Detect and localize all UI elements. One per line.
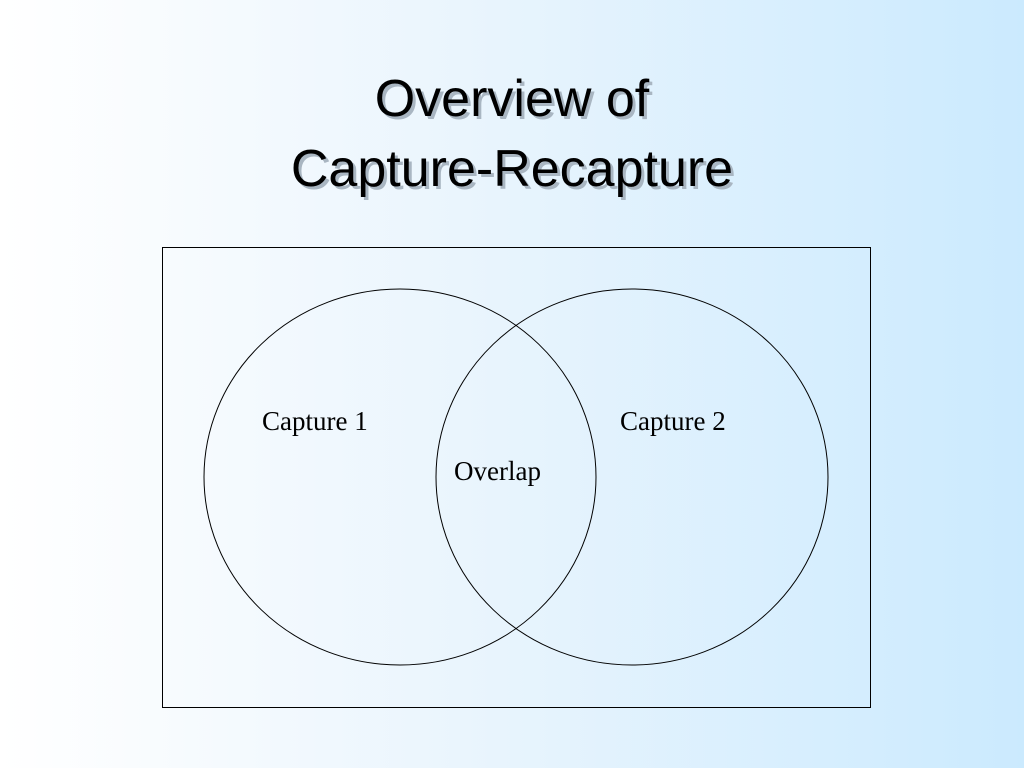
capture-2-label: Capture 2: [620, 406, 726, 436]
capture-1-circle: [203, 288, 597, 666]
overlap-label: Overlap: [454, 456, 541, 486]
venn-frame: [162, 247, 871, 708]
slide-title-line-2: Capture-Recapture: [290, 140, 734, 198]
slide-title-line-1: Overview of: [374, 70, 650, 128]
slide-title: Overview of Capture-Recapture: [0, 64, 1024, 204]
capture-1-label: Capture 1: [262, 406, 368, 436]
capture-2-circle: [435, 288, 829, 666]
